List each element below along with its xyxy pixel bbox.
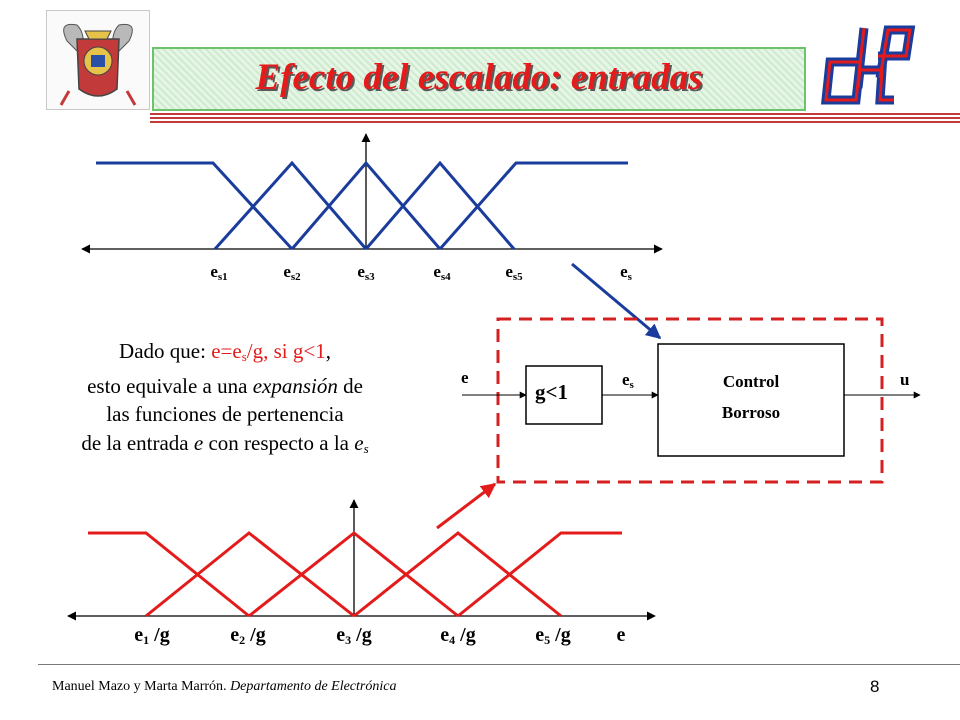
red-mf-4 xyxy=(353,531,562,618)
top-axis-label-es1: es1 xyxy=(210,262,228,283)
es-signal-label: es xyxy=(622,370,634,391)
blue-mf-2 xyxy=(213,160,368,251)
top-axis-label-es2: es2 xyxy=(283,262,301,283)
page-number: 8 xyxy=(870,677,880,696)
footer-credits: Manuel Mazo y Marta Marrón. Departamento… xyxy=(52,679,397,694)
top-axis-label-es5: es5 xyxy=(505,262,523,283)
explanation-line-2: esto equivale a una expansión de xyxy=(87,373,363,398)
university-crest-icon xyxy=(46,10,150,110)
blue-mf-5 xyxy=(438,161,628,250)
gain-block xyxy=(525,365,603,425)
controller-label-line2: Borroso xyxy=(721,403,781,422)
title-banner xyxy=(152,47,806,111)
header-rule xyxy=(150,112,960,126)
bottom-axis-label-e1g: e1 /g xyxy=(134,624,170,647)
gain-block-label: g<1 xyxy=(535,380,568,404)
blue-mf-4 xyxy=(364,160,516,250)
top-axis-label-es3: es3 xyxy=(357,262,375,283)
department-logo-icon xyxy=(816,20,916,110)
top-membership-functions xyxy=(96,160,628,251)
bottom-axis-label-e: e xyxy=(616,624,626,646)
top-axis-label-es: es xyxy=(620,262,632,283)
explanation-line-1: Dado que: e=es/g, si g<1, xyxy=(119,339,331,364)
output-u-label: u xyxy=(900,370,910,389)
bottom-axis-label-e2g: e2 /g xyxy=(230,624,266,647)
top-axis-label-es4: es4 xyxy=(433,262,451,283)
explanation-text: Dado que: e=es/g, si g<1, esto equivale … xyxy=(20,337,430,463)
explanation-line-3: las funciones de pertenencia xyxy=(106,402,344,426)
blue-connector-arrow xyxy=(571,262,662,340)
red-mf-2 xyxy=(145,531,355,618)
bottom-axis-label-e5g: e5 /g xyxy=(535,624,571,647)
bottom-membership-functions xyxy=(88,531,622,618)
controller-label-line1: Control xyxy=(722,372,780,391)
bottom-axis-label-e4g: e4 /g xyxy=(440,624,476,647)
scaling-dashed-box xyxy=(496,317,884,484)
explanation-line-4: de la entrada e con respecto a la es xyxy=(81,430,369,456)
slide-title: Efecto del escalado: entradas xyxy=(255,57,703,98)
blue-mf-1 xyxy=(96,161,294,251)
red-mf-3 xyxy=(248,531,459,618)
blue-mf-3 xyxy=(290,160,442,250)
footer-rule xyxy=(38,664,960,665)
red-connector-arrow xyxy=(436,482,497,530)
fuzzy-controller-block xyxy=(657,343,845,457)
input-e-label: e xyxy=(461,368,469,387)
bottom-axis-label-e3g: e3 /g xyxy=(336,624,372,647)
red-mf-1 xyxy=(88,531,250,618)
red-mf-5 xyxy=(457,531,622,618)
